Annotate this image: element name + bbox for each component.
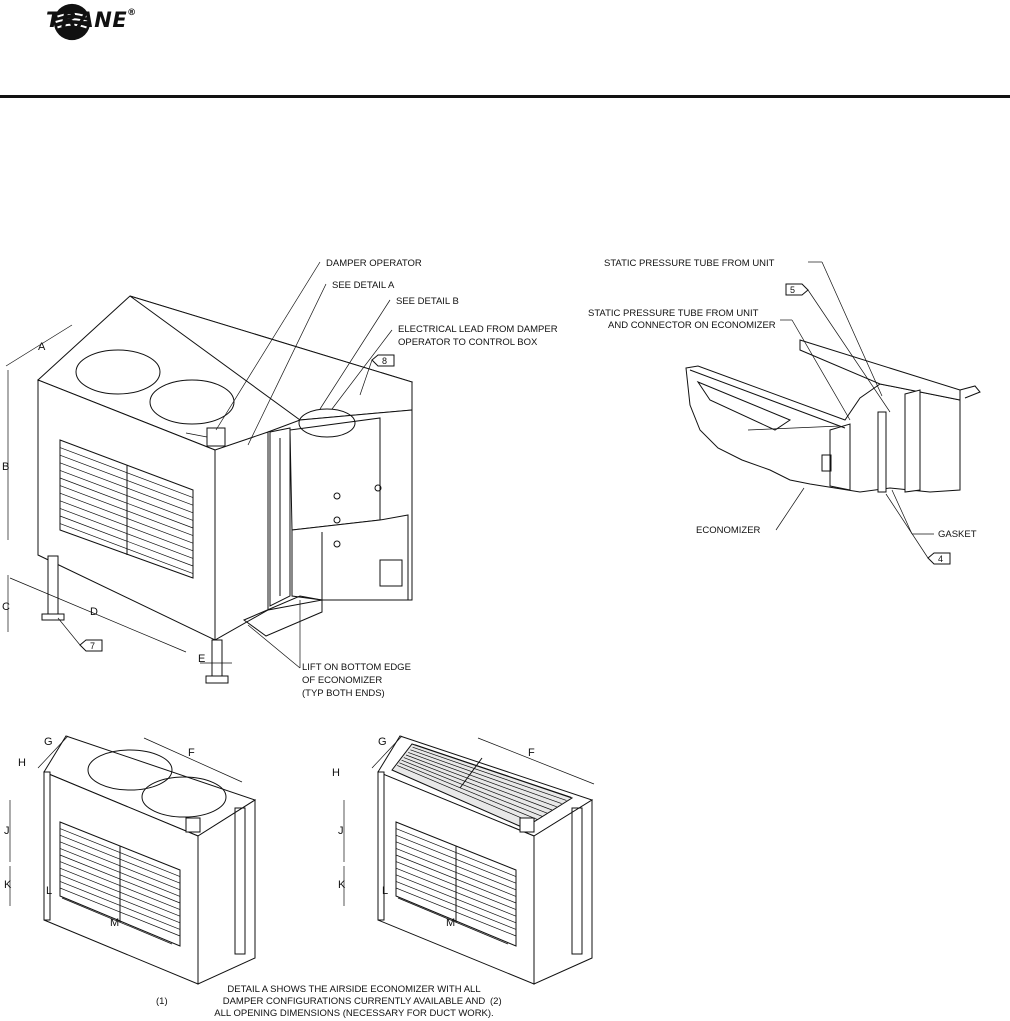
dim-j-1: J [4,825,10,837]
tag-8: 8 [382,356,387,366]
dim-k-2: K [338,879,346,891]
louver-slat [395,874,517,924]
louver-slat [59,454,194,506]
dim-g-1: G [44,736,53,748]
louver-slat [59,500,194,552]
label-see-detail-a: SEE DETAIL A [332,280,395,291]
louver-slat [59,841,181,891]
detail-b-view [685,339,981,493]
louver-slat [59,861,181,910]
louver-slat [59,485,194,536]
page-header: TRANE® [0,0,1010,98]
brand-name: TRANE® [46,8,137,32]
tag-5: 5 [790,285,795,295]
note-line-3: ALL OPENING DIMENSIONS (NECESSARY FOR DU… [214,1008,493,1019]
louver-slat [395,834,517,884]
louver-slat [59,828,181,877]
label-config-2: (2) [490,996,502,1007]
label-economizer: ECONOMIZER [696,525,761,536]
note-line-1: DETAIL A SHOWS THE AIRSIDE ECONOMIZER WI… [227,984,480,995]
dim-f-1: F [188,747,195,759]
label-config-1: (1) [156,996,168,1007]
main-callouts: DAMPER OPERATOR SEE DETAIL A SEE DETAIL … [57,258,558,699]
top-louver-slat [412,746,567,801]
label-static-tube-conn-1: STATIC PRESSURE TUBE FROM UNIT [588,308,759,319]
label-lift-3: (TYP BOTH ENDS) [302,688,385,699]
top-louver-slat [403,757,548,814]
dim-d: D [90,606,98,618]
top-louver-slat [399,762,538,820]
label-electrical-lead-1: ELECTRICAL LEAD FROM DAMPER [398,324,558,335]
louver-slat [59,462,194,514]
louver-slat [59,854,181,904]
header-rule [0,95,1010,98]
louver-slat [59,848,181,897]
dim-l-1: L [46,885,52,897]
label-static-tube: STATIC PRESSURE TUBE FROM UNIT [604,258,775,269]
louver-slat [395,861,517,910]
detail-a-config-1 [43,735,257,985]
dim-b: B [2,461,9,473]
louver-slat [59,515,194,567]
dim-g-2: G [378,736,387,748]
detail-b-callouts: STATIC PRESSURE TUBE FROM UNIT 5 STATIC … [588,258,977,565]
top-louver-slat [401,759,543,817]
label-see-detail-b: SEE DETAIL B [396,296,459,307]
detail-a-config-1-dimensions: G H F J K L M [4,735,243,945]
top-louver-slat [410,749,562,804]
detail-a-config-2-dimensions: G H F J K L M [332,735,595,945]
louver-slat [59,508,194,559]
label-damper-operator: DAMPER OPERATOR [326,258,422,269]
dim-c: C [2,601,10,613]
dim-m-2: M [446,917,455,929]
main-economizer-view [37,295,414,684]
louver-slat [395,881,517,930]
trane-circle-logo-icon [53,3,91,41]
louver-slat [395,854,517,904]
louver-slat [59,470,194,521]
note-line-2: DAMPER CONFIGURATIONS CURRENTLY AVAILABL… [223,996,486,1007]
label-static-tube-conn-2: AND CONNECTOR ON ECONOMIZER [608,320,776,331]
louver-slat [59,492,194,544]
top-louver-slat [414,744,572,798]
louver-slat [395,841,517,891]
dim-m-1: M [110,917,119,929]
top-louver-slat [408,752,557,808]
dim-l-2: L [382,885,388,897]
dim-j-2: J [338,825,344,837]
louver-slat [59,477,194,529]
label-electrical-lead-2: OPERATOR TO CONTROL BOX [398,337,538,348]
louver-slat [59,867,181,917]
louver-slat [59,447,194,498]
top-louver-slat [397,765,533,824]
dim-e: E [198,653,205,665]
main-dimensions: A B C D E [2,324,232,665]
dim-f-2: F [528,747,535,759]
louver-slat [59,887,181,937]
dim-k-1: K [4,879,12,891]
louver-slat [59,523,194,574]
louver-slat [395,887,517,937]
top-louver-slat [405,754,553,811]
louver-slat [59,874,181,924]
label-gasket: GASKET [938,529,977,540]
dim-h-1: H [18,757,26,769]
detail-a-note: (1) (2) DETAIL A SHOWS THE AIRSIDE ECONO… [156,984,502,1019]
louver-slat [59,834,181,884]
label-lift-1: LIFT ON BOTTOM EDGE [302,662,411,673]
detail-a-config-2 [377,735,594,985]
louver-slat [59,881,181,930]
label-lift-2: OF ECONOMIZER [302,675,382,686]
louver-slat [395,828,517,877]
tag-7: 7 [90,641,95,651]
tag-4: 4 [938,554,943,564]
louver-slat [395,848,517,897]
dim-h-2: H [332,767,340,779]
louver-slat [395,867,517,917]
dim-a: A [38,341,46,353]
